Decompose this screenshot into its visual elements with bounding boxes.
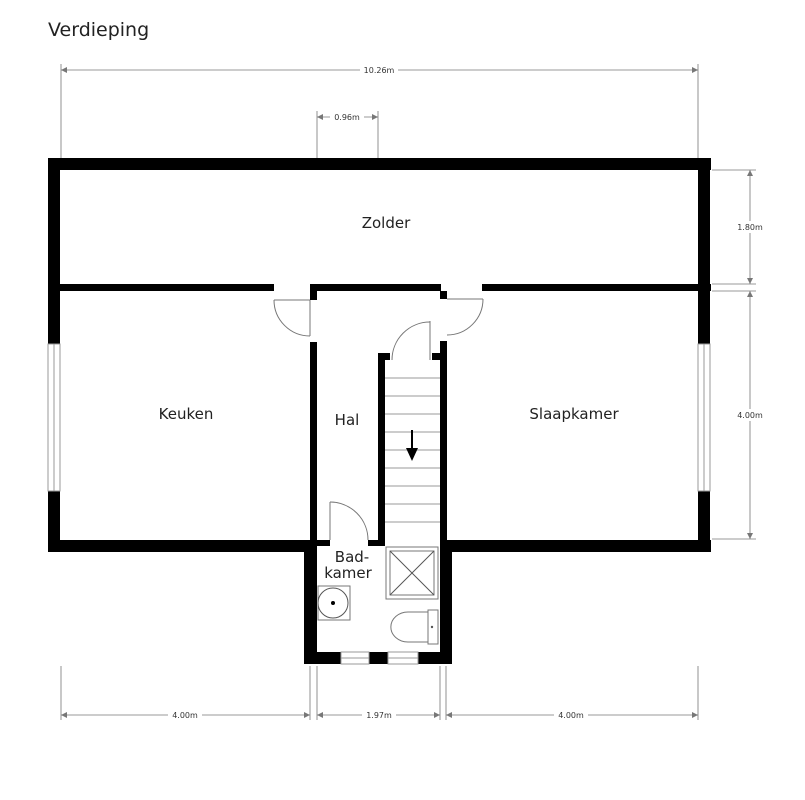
- dimension-bottom: 4.00m 1.97m 4.00m: [60, 666, 699, 721]
- sink-icon: [317, 585, 351, 621]
- room-label-zolder: Zolder: [362, 214, 411, 232]
- dim-hal-width: 1.97m: [366, 711, 392, 720]
- dimension-top-total: 10.26m: [60, 64, 699, 158]
- walls: [48, 158, 711, 664]
- room-label-slaapkamer: Slaapkamer: [529, 405, 619, 423]
- room-label-hal: Hal: [335, 411, 360, 429]
- shower-icon: [385, 546, 439, 600]
- room-label-keuken: Keuken: [159, 405, 214, 423]
- dimension-top-opening: 0.96m: [316, 111, 379, 158]
- arrow-down-icon: [406, 430, 418, 461]
- dimension-right-zolder: 1.80m: [712, 169, 767, 285]
- toilet-icon: [390, 609, 439, 645]
- dim-slaapkamer-width: 4.00m: [558, 711, 584, 720]
- room-label-badkamer-line1: Bad-: [335, 548, 369, 566]
- door-slaapkamer: [446, 298, 484, 336]
- dim-opening-width: 0.96m: [334, 113, 360, 122]
- dimension-right-slaapkamer: 4.00m: [712, 290, 767, 540]
- staircase: [385, 377, 440, 523]
- dim-zolder-depth: 1.80m: [737, 223, 763, 232]
- windows: [47, 343, 711, 665]
- door-stair: [391, 321, 431, 361]
- room-label-badkamer-line2: kamer: [324, 564, 372, 582]
- plan-title: Verdieping: [48, 19, 149, 41]
- dim-total-width: 10.26m: [364, 66, 395, 75]
- dim-slaapkamer-depth: 4.00m: [737, 411, 763, 420]
- door-keuken: [273, 299, 311, 337]
- dim-keuken-width: 4.00m: [172, 711, 198, 720]
- door-badkamer: [329, 501, 369, 541]
